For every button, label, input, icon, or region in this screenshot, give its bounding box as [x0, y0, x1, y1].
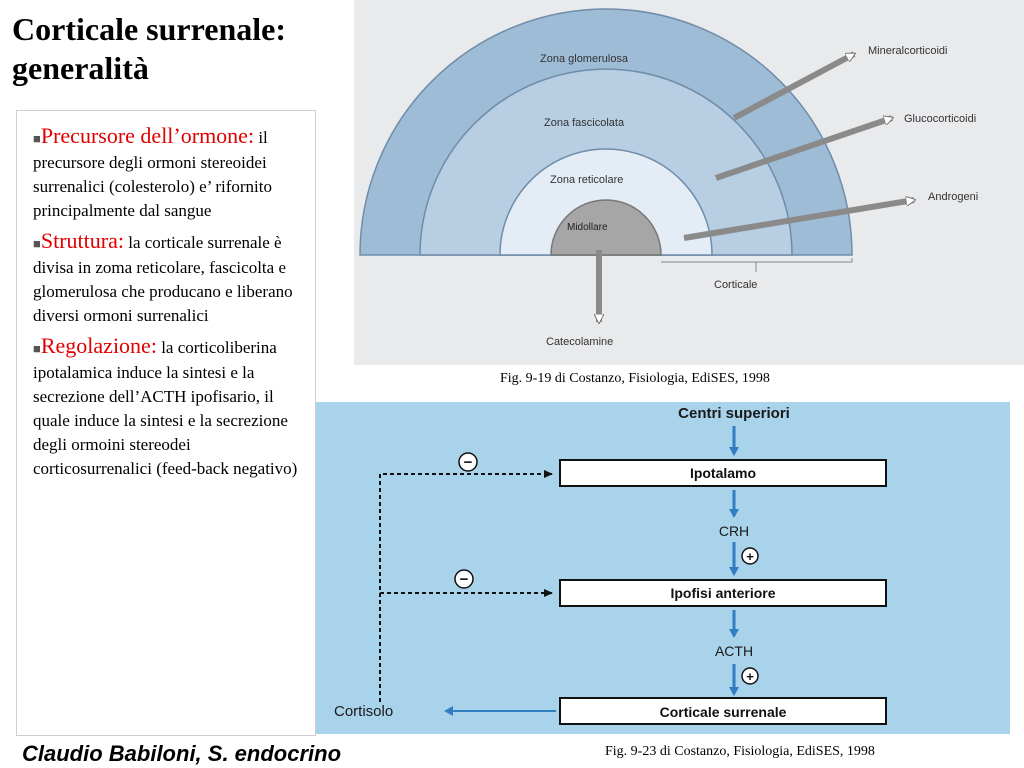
figure1-caption: Fig. 9-19 di Costanzo, Fisiologia, EdiSE… — [500, 371, 770, 386]
midollare-core — [550, 199, 662, 256]
ipotalamo-box — [559, 459, 887, 487]
author-footer: Claudio Babiloni, S. endocrino — [22, 741, 342, 766]
corticale-surrenale-label: Corticale surrenale — [660, 704, 787, 720]
arrow-androgeni — [683, 200, 914, 241]
figure2-caption: Fig. 9-23 di Costanzo, Fisiologia, EdiSE… — [605, 744, 875, 759]
feedback-line — [379, 470, 553, 702]
hpa-axis-diagram: Centri superiori Ipotalamo CRH + Ipofisi… — [334, 405, 887, 725]
bullet-text: la corticoliberina ipotalamica induce la… — [33, 338, 298, 478]
title-line-1: Corticale surrenale: — [12, 11, 286, 47]
arrow-mineralcorticoidi — [732, 51, 854, 121]
midollare-label: Midollare — [567, 222, 608, 233]
zona-reticolare-label: Zona reticolare — [550, 174, 623, 186]
crh-label: CRH — [719, 523, 749, 539]
glucocorticoidi-label: Glucocorticoidi — [904, 113, 976, 125]
corticale-surrenale-box — [559, 697, 887, 725]
bullet-marker: ■ — [33, 236, 41, 251]
text-box-border — [16, 110, 316, 736]
hpa-axis-figure: Centri superiori Ipotalamo CRH + Ipofisi… — [316, 402, 1010, 734]
centri-superiori-label: Centri superiori — [678, 405, 790, 422]
slide-title: Corticale surrenale: generalità — [12, 10, 286, 88]
androgeni-label: Androgeni — [928, 191, 978, 203]
cortisolo-label: Cortisolo — [334, 703, 393, 720]
corticale-label: Corticale — [714, 279, 757, 291]
bullet-heading: Regolazione: — [40, 333, 157, 358]
corticale-bracket — [661, 258, 853, 263]
adrenal-zones-figure: Zona glomerulosa Zona fascicolata Zona r… — [354, 0, 1024, 365]
minus-circle-1 — [458, 452, 478, 472]
adrenal-zones-diagram: Zona glomerulosa Zona fascicolata Zona r… — [359, 8, 978, 348]
plus-circle-2 — [741, 667, 759, 685]
ipofisi-anteriore-box — [559, 579, 887, 607]
minus-sign-1: − — [464, 454, 473, 471]
bullet-item: ■Regolazione: la corticoliberina ipotala… — [33, 334, 303, 481]
zona-fascicolata-label: Zona fascicolata — [544, 117, 625, 129]
plus-sign-2: + — [746, 669, 754, 684]
bullet-text: la corticale surrenale è divisa in zoma … — [33, 233, 293, 325]
bullet-heading: Struttura: — [40, 228, 124, 253]
bullet-item: ■Struttura: la corticale surrenale è div… — [33, 229, 303, 328]
minus-circle-2 — [454, 569, 474, 589]
plus-sign-1: + — [746, 549, 754, 564]
title-line-2: generalità — [12, 50, 149, 86]
bullet-list: ■Precursore dell’ormone: il precursore d… — [33, 124, 303, 487]
plus-circle-1 — [741, 547, 759, 565]
zona-glomerulosa-label: Zona glomerulosa — [540, 53, 629, 65]
acth-label: ACTH — [715, 643, 753, 659]
ipofisi-anteriore-label: Ipofisi anteriore — [670, 585, 775, 601]
bullet-text: il precursore degli ormoni stereoidei su… — [33, 128, 272, 220]
bullet-marker: ■ — [33, 131, 41, 146]
arrow-glucocorticoidi — [715, 115, 892, 181]
bullet-item: ■Precursore dell’ormone: il precursore d… — [33, 124, 303, 223]
bullet-marker: ■ — [33, 341, 41, 356]
catecolamine-label: Catecolamine — [546, 336, 613, 348]
ipotalamo-label: Ipotalamo — [690, 465, 756, 481]
minus-sign-2: − — [460, 571, 469, 588]
bullet-heading: Precursore dell’ormone: — [40, 123, 255, 148]
mineralcorticoidi-label: Mineralcorticoidi — [868, 45, 947, 57]
